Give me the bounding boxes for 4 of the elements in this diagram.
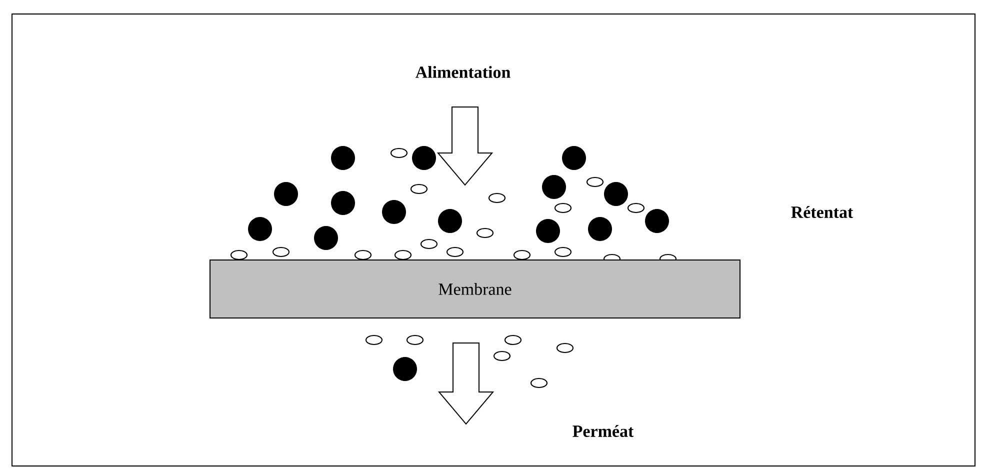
- stream-label: Perméat: [572, 425, 634, 437]
- membrane-box: Membrane: [210, 260, 740, 318]
- stream-label: Rétentat: [791, 206, 854, 218]
- stream-label: Alimentation: [416, 66, 510, 78]
